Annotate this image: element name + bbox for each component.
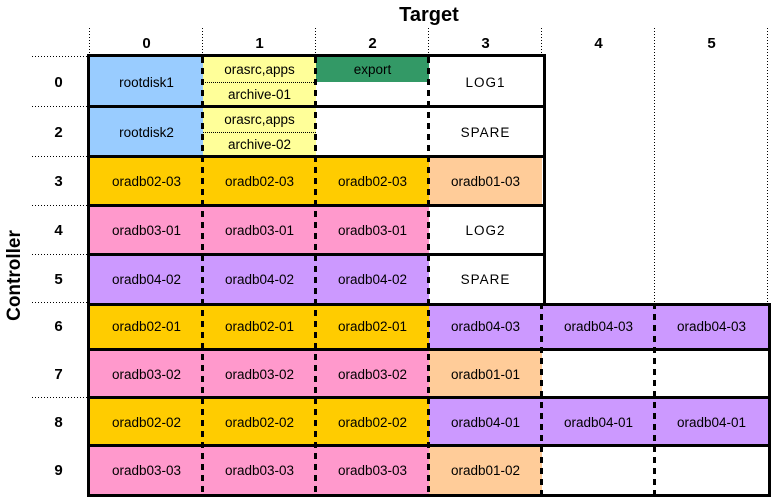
cell-c3-t3: oradb01-03 [429, 157, 542, 206]
cell-c0-t3: LOG1 [429, 57, 542, 107]
cell-c4-t0: oradb03-01 [90, 206, 203, 255]
row-border-c8-c9 [90, 444, 768, 447]
cell-c7-t3: oradb01-01 [429, 350, 542, 398]
dotted-guide-col0 [89, 28, 90, 57]
cell-c0-t0: rootdisk1 [90, 57, 203, 107]
col-header-target-1: 1 [255, 34, 264, 52]
cell-c6-t0: oradb02-01 [90, 303, 203, 350]
row-border-c3-c4 [90, 204, 543, 207]
row-header-controller-3: 3 [54, 173, 63, 190]
dotted-guide-col1 [202, 28, 203, 57]
dotted-guide-row4 [32, 205, 88, 206]
dotted-guide-row3 [32, 156, 88, 157]
dashed-separator-t0-t1 [201, 57, 204, 494]
cell-c2-t1-line1: orasrc,apps [203, 107, 316, 133]
dotted-guide-col4 [541, 28, 542, 57]
cell-c8-t2: oradb02-02 [316, 398, 429, 446]
cell-c9-t2: oradb03-03 [316, 446, 429, 494]
cell-c9-t3: oradb01-02 [429, 446, 542, 494]
cell-c0-t1: orasrc,apps archive-01 [203, 57, 316, 107]
dotted-guide-row0 [32, 56, 88, 57]
row-header-controller-2: 2 [54, 123, 63, 141]
col-header-target-4: 4 [594, 34, 603, 52]
cell-c5-t3: SPARE [429, 255, 542, 303]
cell-c4-t3: LOG2 [429, 206, 542, 255]
cell-c9-t0: oradb03-03 [90, 446, 203, 494]
controller-axis-title: Controller [4, 230, 25, 321]
target-axis-title: Target [399, 3, 459, 26]
cell-c9-t1: oradb03-03 [203, 446, 316, 494]
cell-c6-t1: oradb02-01 [203, 303, 316, 350]
cell-c8-t4: oradb04-01 [542, 398, 655, 446]
cell-c8-t3: oradb04-01 [429, 398, 542, 446]
cell-c8-t5: oradb04-01 [655, 398, 768, 446]
dashed-separator-t2-t3 [427, 57, 430, 494]
cell-c3-t1: oradb02-03 [203, 157, 316, 206]
cell-c6-t2: oradb02-01 [316, 303, 429, 350]
row-border-c7-c8 [90, 396, 768, 399]
dashed-separator-t1-t2 [314, 57, 317, 494]
cell-c2-t0: rootdisk2 [90, 107, 203, 157]
cell-c8-t1: oradb02-02 [203, 398, 316, 446]
dotted-guide-row2 [32, 106, 88, 107]
cell-c2-t1-line2: archive-02 [227, 137, 292, 153]
cell-c8-t0: oradb02-02 [90, 398, 203, 446]
cell-c7-t0: oradb03-02 [90, 350, 203, 398]
col-header-target-5: 5 [707, 34, 716, 52]
dotted-guide-col6 [767, 28, 768, 303]
cell-c2-t2 [316, 107, 429, 157]
cell-c7-t2: oradb03-02 [316, 350, 429, 398]
dotted-guide-row6 [32, 302, 88, 303]
cell-c0-t1-line1: orasrc,apps [203, 57, 316, 83]
cell-c5-t2: oradb04-02 [316, 255, 429, 303]
cell-c6-t5: oradb04-03 [655, 303, 768, 350]
row-header-controller-0: 0 [54, 73, 63, 91]
cell-c4-t2: oradb03-01 [316, 206, 429, 255]
cell-c7-t4 [542, 350, 655, 398]
row-border-c4-c5 [90, 253, 543, 256]
row-border-c2-c3 [90, 155, 543, 158]
export-slice-band: export [316, 57, 429, 82]
cell-c6-t4: oradb04-03 [542, 303, 655, 350]
col-header-target-0: 0 [142, 34, 151, 52]
row-border-c6-c7 [90, 348, 768, 351]
dotted-guide-col2 [315, 28, 316, 57]
dotted-guide-row5 [32, 254, 88, 255]
row-header-controller-4: 4 [54, 222, 63, 239]
cell-c3-t2: oradb02-03 [316, 157, 429, 206]
cell-c5-t0: oradb04-02 [90, 255, 203, 303]
cell-c6-t3: oradb04-03 [429, 303, 542, 350]
row-border-c0-c2 [90, 105, 543, 108]
row-header-controller-5: 5 [54, 270, 63, 288]
row-header-controller-9: 9 [54, 461, 63, 479]
cell-c0-t1-line2: archive-01 [227, 87, 292, 103]
cell-c4-t1: oradb03-01 [203, 206, 316, 255]
dotted-guide-col3 [428, 28, 429, 57]
col-header-target-2: 2 [368, 34, 377, 52]
cell-c7-t5 [655, 350, 768, 398]
cell-c9-t5 [655, 446, 768, 494]
row-header-controller-7: 7 [54, 365, 63, 383]
cell-c7-t1: oradb03-02 [203, 350, 316, 398]
row-header-controller-6: 6 [54, 318, 63, 335]
dotted-guide-col5 [654, 28, 655, 303]
cell-c2-t3: SPARE [429, 107, 542, 157]
cell-c3-t0: oradb02-03 [90, 157, 203, 206]
cell-c0-t2: export [316, 57, 429, 107]
row-header-controller-8: 8 [54, 413, 63, 431]
cell-c9-t4 [542, 446, 655, 494]
dotted-guide-row8 [32, 397, 88, 398]
cell-c5-t1: oradb04-02 [203, 255, 316, 303]
col-header-target-3: 3 [481, 34, 490, 52]
cell-c2-t1: orasrc,apps archive-02 [203, 107, 316, 157]
